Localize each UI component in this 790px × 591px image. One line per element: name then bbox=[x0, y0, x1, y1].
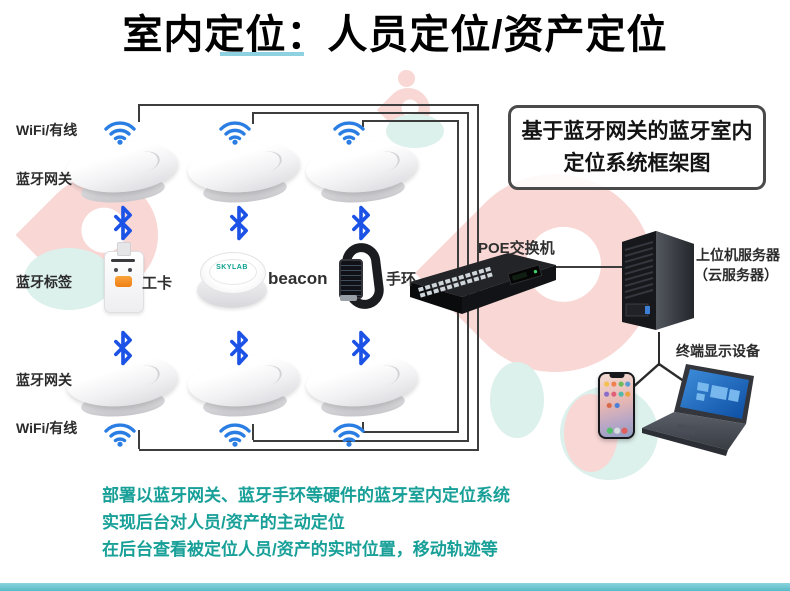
label-bt-tag: 蓝牙标签 bbox=[16, 274, 72, 290]
wifi-icon bbox=[104, 121, 136, 145]
label-bt-gateway-bottom: 蓝牙网关 bbox=[16, 372, 72, 388]
wifi-icon bbox=[219, 121, 251, 145]
bluetooth-icon bbox=[230, 205, 248, 241]
wifi-icon bbox=[104, 423, 136, 447]
server-device bbox=[622, 231, 694, 330]
wire-stub bbox=[362, 120, 364, 127]
bluetooth-icon bbox=[114, 205, 132, 241]
beacon-brand-text: SKYLAB bbox=[216, 264, 248, 271]
bluetooth-gateway-device bbox=[186, 137, 302, 208]
wifi-icon bbox=[333, 121, 365, 145]
label-poe-switch: POE交换机 bbox=[478, 240, 555, 257]
label-terminal-display: 终端显示设备 bbox=[676, 343, 760, 359]
poe-switch-device bbox=[410, 253, 556, 314]
wire-stub bbox=[138, 430, 140, 449]
label-bt-gateway-top: 蓝牙网关 bbox=[16, 171, 72, 187]
label-server-line1: 上位机服务器 bbox=[696, 247, 780, 263]
bluetooth-gateway-device bbox=[64, 137, 180, 208]
page-title: 室内定位：人员定位/资产定位 bbox=[122, 13, 668, 57]
wristband-device bbox=[336, 240, 394, 315]
teal-blob-decor bbox=[24, 248, 114, 310]
description-line1: 部署以蓝牙网关、蓝牙手环等硬件的蓝牙室内定位系统 bbox=[102, 486, 510, 505]
bottom-accent-bar bbox=[0, 583, 790, 591]
wire-stub bbox=[252, 424, 254, 440]
work-card-device bbox=[104, 242, 144, 313]
description-text: 部署以蓝牙网关、蓝牙手环等硬件的蓝牙室内定位系统 实现后台对人员/资产的主动定位… bbox=[102, 482, 510, 563]
bluetooth-icon bbox=[352, 205, 370, 241]
wifi-icon bbox=[333, 423, 365, 447]
smartphone-device bbox=[598, 372, 635, 439]
wire-stub bbox=[138, 104, 140, 122]
frame-caption-line1: 基于蓝牙网关的蓝牙室内 bbox=[521, 119, 753, 143]
label-wifi-wired-bottom: WiFi/有线 bbox=[16, 420, 78, 436]
laptop-device bbox=[642, 364, 754, 456]
wire-server-down bbox=[658, 332, 660, 366]
bluetooth-icon bbox=[352, 330, 370, 366]
bluetooth-icon bbox=[114, 330, 132, 366]
description-line3: 在后台查看被定位人员/资产的实时位置，移动轨迹等 bbox=[102, 540, 498, 559]
label-work-card: 工卡 bbox=[142, 275, 173, 292]
label-server-line2: （云服务器） bbox=[694, 267, 778, 283]
teal-blob-decor bbox=[490, 362, 544, 438]
description-line2: 实现后台对人员/资产的主动定位 bbox=[102, 513, 345, 532]
beacon-device: SKYLAB bbox=[197, 252, 267, 310]
label-wifi-wired-top: WiFi/有线 bbox=[16, 122, 78, 138]
label-beacon: beacon bbox=[268, 269, 328, 288]
wire-stub bbox=[252, 112, 254, 124]
wifi-icon bbox=[219, 423, 251, 447]
bluetooth-gateway-device bbox=[304, 137, 420, 208]
label-wristband: 手环 bbox=[386, 271, 417, 288]
frame-caption-line2: 定位系统框架图 bbox=[563, 151, 711, 175]
card-clip bbox=[117, 242, 131, 256]
frame-diagram-caption-box: 基于蓝牙网关的蓝牙室内 定位系统框架图 bbox=[508, 105, 766, 190]
wire-switch-to-server bbox=[554, 266, 624, 268]
bluetooth-icon bbox=[230, 330, 248, 366]
pink-dot-decor bbox=[398, 70, 415, 87]
wire-stub bbox=[362, 422, 364, 431]
teal-blob-decor bbox=[386, 114, 444, 148]
title-underline bbox=[220, 52, 304, 56]
